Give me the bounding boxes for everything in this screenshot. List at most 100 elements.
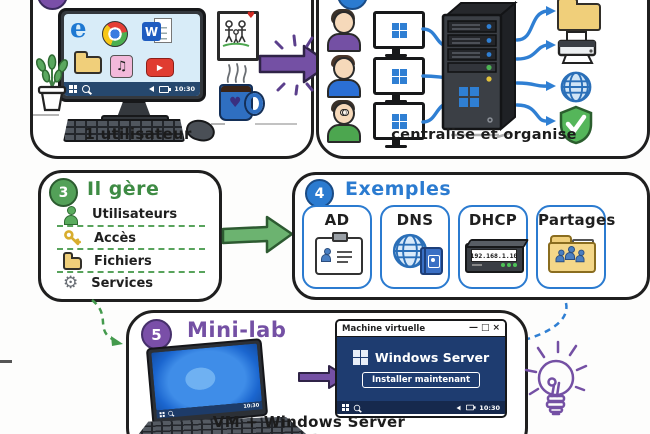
id-badge-icon xyxy=(315,232,363,275)
steam-lines xyxy=(226,63,247,83)
battery-icon xyxy=(466,404,476,411)
maximize-icon: □ xyxy=(480,323,490,333)
vm-window: Machine virtuelle — □ × Windows Server I… xyxy=(335,319,507,418)
search-icon xyxy=(353,404,361,411)
globe-icon xyxy=(392,233,428,269)
shared-folder-icon xyxy=(548,235,596,273)
dashed-link-left xyxy=(91,299,123,346)
desktop-taskbar: 10:30 xyxy=(64,82,200,96)
panel-4-examples: 4 Exemples AD DNS xyxy=(292,172,650,300)
family-photo xyxy=(222,20,250,47)
mug: ♥ xyxy=(219,84,263,121)
close-icon: × xyxy=(492,323,500,333)
speaker-icon xyxy=(149,86,155,92)
desk-line xyxy=(255,123,297,125)
panel-1-user: e W ♫ ▶ 10:30 xyxy=(30,0,314,159)
shield-check-icon xyxy=(559,105,593,145)
desk-line xyxy=(0,360,12,363)
install-button: Installer maintenant xyxy=(361,372,481,388)
card-partages: Partages xyxy=(536,205,616,289)
windows-logo-icon xyxy=(159,411,165,417)
key-icon xyxy=(64,230,81,246)
youtube-icon: ▶ xyxy=(146,58,174,77)
folder-icon xyxy=(74,51,102,74)
manage-item-files: Fichiers xyxy=(63,251,152,271)
vm-title: Machine virtuelle xyxy=(342,323,426,334)
ip-display: 192.168.1.10 xyxy=(471,249,517,262)
card-label: AD xyxy=(324,211,350,229)
desk-line xyxy=(33,114,59,116)
music-icon: ♫ xyxy=(110,55,133,78)
vm-clock: 10:30 xyxy=(479,403,500,412)
panel-3-manage: 3 Il gère Utilisateurs Accès Fichiers ⚙ … xyxy=(38,170,222,302)
dhcp-appliance-icon: 192.168.1.10 xyxy=(465,239,530,273)
user-avatar-3 xyxy=(325,100,361,143)
manage-item-users: Utilisateurs xyxy=(63,204,178,225)
panel-2-caption: centralise et organise xyxy=(391,127,577,143)
panel-5-caption: VM + Windows Server xyxy=(212,413,406,431)
manage-item-label: Fichiers xyxy=(94,253,152,269)
user-icon xyxy=(63,205,79,225)
globe-icon xyxy=(560,71,592,103)
panel-1-caption: 1 utilisateur xyxy=(84,125,192,143)
card-dns: DNS xyxy=(380,205,450,289)
chrome-icon xyxy=(102,21,128,47)
vm-desktop: Windows Server Installer maintenant xyxy=(337,337,505,401)
panel-5-minilab: 5 Mini-lab 10:30 Machine v xyxy=(126,310,528,434)
desk-line xyxy=(211,123,225,125)
gear-icon: ⚙ xyxy=(63,272,79,293)
panel-4-badge: 4 xyxy=(305,179,334,208)
user-avatar-1 xyxy=(325,9,361,52)
windows-logo-icon xyxy=(391,68,407,84)
minimize-icon: — xyxy=(468,323,478,333)
card-ad: AD xyxy=(302,205,372,289)
manage-item-label: Services xyxy=(91,275,154,291)
divider xyxy=(57,225,205,227)
edge-icon: e xyxy=(70,14,87,44)
plant xyxy=(35,54,69,112)
battery-icon xyxy=(159,85,172,93)
windows-logo-icon xyxy=(342,404,349,411)
panel-5-title: Mini-lab xyxy=(187,318,287,342)
panel-3-title: Il gère xyxy=(87,178,160,200)
windows-logo-icon xyxy=(69,85,77,93)
manage-item-label: Utilisateurs xyxy=(92,206,178,222)
mug-handle xyxy=(246,93,263,114)
manage-item-label: Accès xyxy=(94,230,137,246)
heart-icon: ♥ xyxy=(246,11,255,21)
coffee xyxy=(221,86,251,92)
lightbulb-icon xyxy=(524,340,588,416)
user-avatar-2 xyxy=(325,55,361,98)
printer-icon xyxy=(557,31,597,64)
panel-4-title: Exemples xyxy=(345,178,452,200)
vm-taskbar: 10:30 xyxy=(337,401,505,414)
divider xyxy=(57,271,205,273)
manage-item-services: ⚙ Services xyxy=(63,273,153,293)
windows-logo-icon xyxy=(391,113,407,129)
photo-frame: ♥ xyxy=(217,11,259,61)
card-label: DNS xyxy=(396,211,434,229)
word-icon: W xyxy=(142,22,161,41)
search-icon xyxy=(82,85,90,93)
heart-icon: ♥ xyxy=(229,95,242,111)
panel-2-server: centralise et organise xyxy=(316,0,650,159)
card-label: Partages xyxy=(538,211,616,229)
windows-logo-icon xyxy=(391,22,407,38)
server-tower xyxy=(441,0,518,139)
panel-3-badge: 3 xyxy=(49,178,78,207)
example-cards: AD DNS xyxy=(302,205,616,289)
os-name: Windows Server xyxy=(374,350,490,365)
card-label: DHCP xyxy=(468,211,518,229)
folder-icon xyxy=(63,252,82,270)
folder-icon xyxy=(557,0,601,31)
speaker-icon xyxy=(456,405,461,410)
desktop-monitor: e W ♫ ▶ 10:30 xyxy=(58,8,206,102)
divider xyxy=(57,248,205,250)
search-icon xyxy=(167,410,174,416)
laptop-wallpaper xyxy=(151,343,262,411)
manage-item-access: Accès xyxy=(63,228,136,248)
desktop-screen: e W ♫ ▶ 10:30 xyxy=(64,14,200,96)
card-dhcp: DHCP 192.168.1.10 xyxy=(458,205,530,289)
vm-titlebar: Machine virtuelle — □ × xyxy=(337,321,505,337)
